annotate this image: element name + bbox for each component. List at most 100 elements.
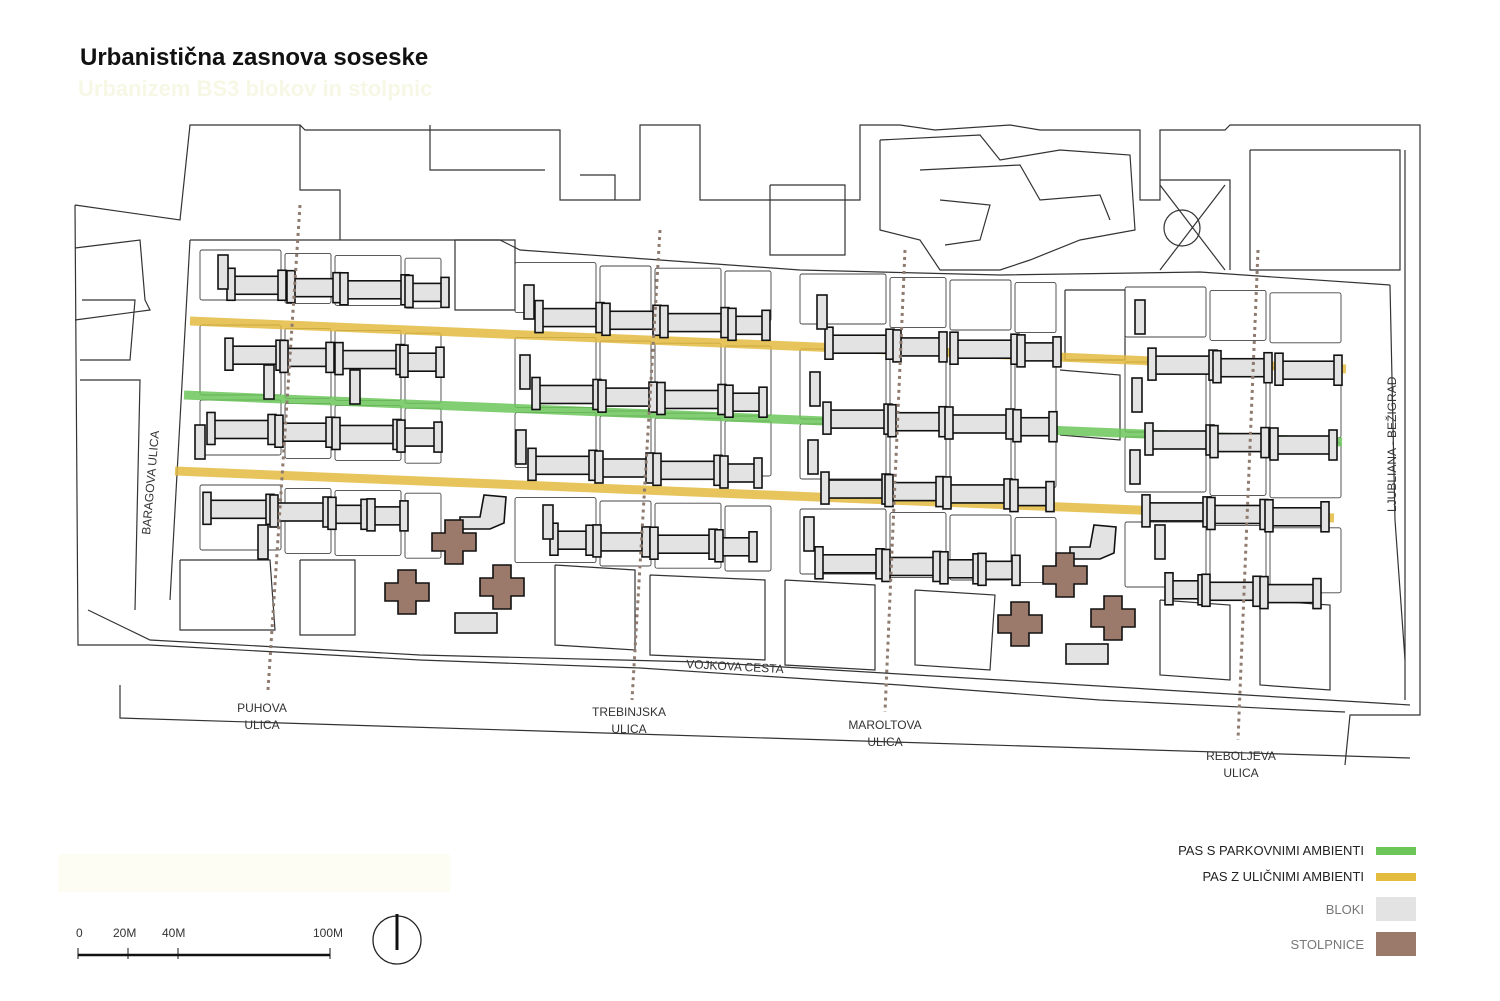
blok-building: [527, 447, 598, 482]
blok-wing: [1131, 377, 1143, 413]
blok-building: [327, 496, 370, 531]
blok-building: [1065, 643, 1109, 665]
label-ljubliana-bezigrad: LJUBLIANA - BEŽIGRAD: [1384, 376, 1399, 512]
block-cell: [1014, 282, 1057, 334]
blok-building: [714, 528, 758, 563]
blok-building: [649, 526, 718, 561]
blok-building: [656, 381, 727, 416]
blok-building: [366, 498, 409, 532]
stolpnica-tower: [479, 564, 525, 610]
block-cell: [1014, 517, 1057, 584]
blok-wing: [803, 516, 815, 552]
blok-building: [824, 326, 895, 361]
blok-building: [404, 274, 450, 309]
blok-building: [531, 376, 602, 411]
blok-building: [944, 406, 1015, 440]
scale-40m: 40M: [162, 926, 185, 940]
blok-building: [592, 524, 651, 558]
block-cell: [1124, 286, 1207, 338]
blok-building: [286, 269, 342, 304]
blok-building: [939, 550, 982, 585]
label-trebinjska-1: TREBINJSKA: [592, 705, 666, 719]
scale-20m: 20M: [113, 926, 136, 940]
blok-wing: [519, 354, 531, 390]
blok-building: [454, 612, 498, 634]
street-axis-dotted: [883, 249, 907, 713]
legend-green-band: PAS S PARKOVNIMI AMBIENTI: [1178, 843, 1416, 858]
legend-bloki-swatch: [1376, 897, 1416, 921]
blok-building: [1209, 424, 1270, 459]
stolpnica-tower: [384, 569, 430, 615]
stolpnica-tower: [1090, 595, 1136, 641]
blok-building: [331, 416, 402, 451]
blok-building: [549, 522, 595, 557]
block-cell: [1269, 527, 1342, 594]
stolpnice-buildings: [384, 519, 1136, 647]
label-maroltova-1: MAROLTOVA: [848, 718, 921, 732]
blok-wing: [1154, 524, 1166, 560]
blok-wing: [217, 254, 229, 290]
blok-wing: [809, 371, 821, 407]
block-cell: [799, 508, 887, 575]
north-arrow-icon: [372, 914, 422, 965]
block-cell: [1209, 289, 1267, 341]
block-cell: [889, 427, 947, 484]
label-reboljeva-2: ULICA: [1223, 766, 1258, 780]
block-cell: [799, 273, 887, 325]
street-axes: [266, 204, 1260, 741]
blok-building: [1164, 571, 1207, 606]
label-reboljeva-1: REBOLJEVA: [1206, 749, 1276, 763]
stolpnica-tower: [1042, 552, 1088, 598]
stolpnica-tower: [997, 601, 1043, 647]
faint-note-area: [58, 854, 450, 892]
blok-building: [977, 552, 1021, 587]
blok-building: [1016, 334, 1062, 368]
blok-building: [892, 329, 948, 363]
blok-building: [1144, 422, 1215, 456]
blok-building: [339, 271, 410, 306]
blok-building: [206, 411, 277, 446]
block-cell: [949, 429, 1012, 486]
blok-building: [1269, 427, 1338, 461]
blok-wing: [194, 424, 206, 460]
blok-wing: [542, 504, 554, 540]
blok-wing: [257, 524, 269, 560]
blok-building: [334, 341, 405, 376]
blok-building: [814, 545, 885, 580]
page-subtitle: Urbanizem BS3 blokov in stolpnic: [78, 76, 433, 101]
blok-building: [1264, 498, 1330, 533]
legend-green-label: PAS S PARKOVNIMI AMBIENTI: [1178, 843, 1364, 858]
blok-building: [884, 473, 945, 508]
blok-building: [1069, 524, 1117, 560]
blok-building: [1206, 496, 1269, 531]
label-maroltova-2: ULICA: [867, 735, 902, 749]
blok-building: [1012, 408, 1058, 443]
blok-wing: [349, 369, 361, 405]
label-trebinjska-2: ULICA: [611, 722, 646, 736]
blok-building: [534, 299, 605, 334]
blok-wing: [523, 284, 535, 320]
legend-stolpnice-swatch: [1376, 932, 1416, 956]
bloki-buildings: [194, 254, 1343, 665]
blok-building: [274, 414, 335, 449]
legend-bloki: BLOKI: [1326, 897, 1416, 921]
blok-building: [652, 452, 723, 487]
blok-building: [727, 307, 771, 342]
blok-building: [659, 304, 730, 339]
blok-building: [724, 384, 768, 419]
legend-yellow-swatch: [1376, 872, 1416, 881]
blok-building: [601, 302, 662, 337]
street-axis-dotted: [630, 229, 662, 701]
legend-stolpnice-label: STOLPNICE: [1290, 936, 1364, 952]
blok-wing: [807, 439, 819, 475]
blok-building: [1009, 478, 1055, 513]
blok-building: [279, 339, 335, 374]
blok-building: [822, 401, 893, 435]
blok-building: [597, 379, 658, 413]
block-cell: [889, 277, 947, 329]
blok-building: [224, 337, 285, 372]
scale-100m: 100M: [313, 926, 343, 940]
scale-0: 0: [76, 926, 83, 940]
blok-building: [1147, 347, 1218, 381]
